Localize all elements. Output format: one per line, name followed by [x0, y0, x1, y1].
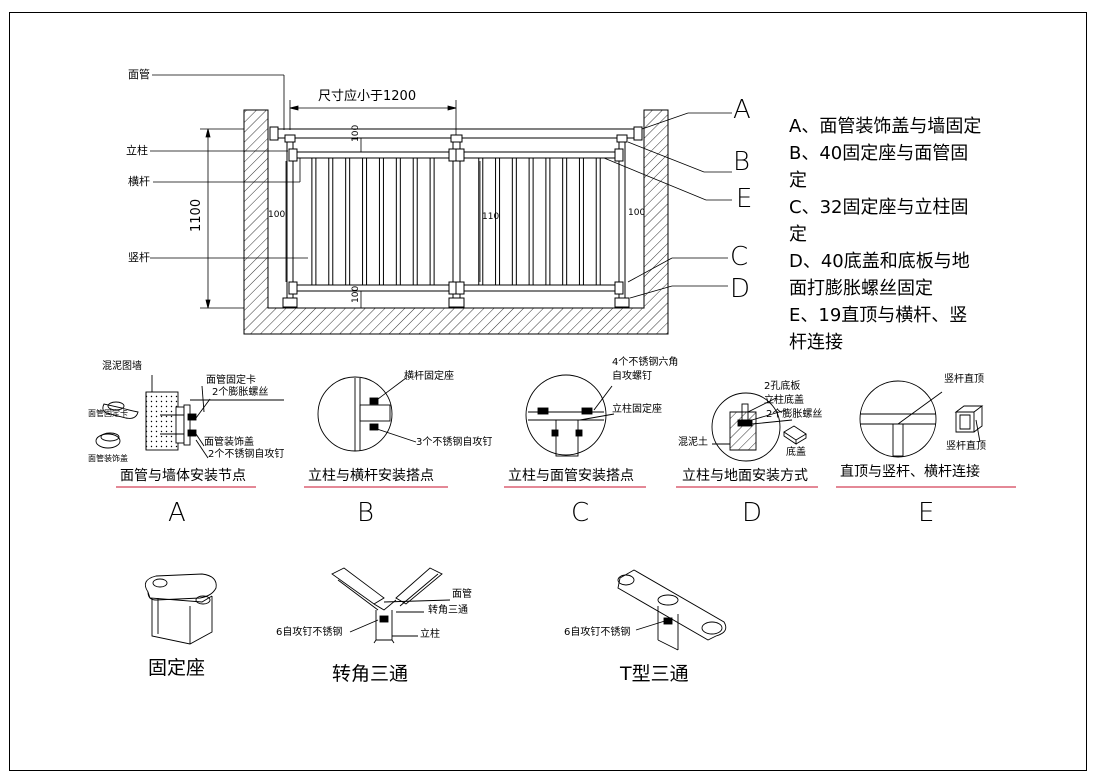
horizontal-rails — [288, 148, 624, 295]
detail-d-label-base: 底盖 — [786, 447, 806, 458]
detail-c-letter: C — [571, 498, 590, 528]
baluster — [395, 157, 401, 286]
corner-tee-drawing — [331, 567, 451, 644]
detail-a-drawing — [95, 375, 284, 459]
baluster — [328, 157, 334, 286]
detail-e-label-top: 竖杆直顶 — [944, 374, 984, 385]
dimension-small-top: 100 — [351, 124, 361, 142]
detail-e-drawing — [859, 380, 984, 458]
right-leaders — [603, 112, 732, 299]
baluster — [495, 157, 501, 286]
detail-d-label-concrete: 混泥土 — [678, 437, 708, 448]
detail-a-icon-label-cover: 面管装饰盖 — [88, 454, 128, 463]
baluster — [378, 157, 384, 286]
baluster — [478, 157, 484, 286]
detail-c-label-screws: 4个不锈钢六角 — [612, 357, 679, 368]
detail-a-icon-label-clip: 面管固定卡 — [88, 409, 128, 418]
detail-c-caption: 立柱与面管安装搭点 — [508, 468, 634, 484]
baluster — [412, 157, 418, 286]
marker-e: E — [736, 184, 753, 214]
dimension-small-right: 100 — [628, 208, 646, 218]
detail-a-label-cover: 面管装饰盖 — [204, 437, 254, 448]
marker-a: A — [733, 95, 751, 125]
detail-d-label-plate: 2孔底板 — [764, 381, 801, 392]
left-leaders — [150, 74, 308, 259]
part-corner-label-rail: 面管 — [452, 589, 472, 600]
detail-c-label-screws-2: 自攻螺钉 — [612, 371, 652, 382]
note-e: E、19直顶与横杆、竖 — [789, 305, 968, 326]
detail-e-letter: E — [918, 498, 935, 528]
balusters — [311, 157, 601, 286]
detail-e-label-bottom: 竖杆直顶 — [946, 441, 986, 452]
fixed-seat-drawing — [144, 573, 217, 645]
detail-d-label-cap: 立柱底盖 — [764, 395, 804, 406]
detail-d-drawing — [711, 392, 807, 462]
label-rail: 横杆 — [128, 175, 150, 188]
dimension-small-bottom: 100 — [351, 285, 361, 303]
detail-b-letter: B — [357, 498, 375, 528]
baluster — [362, 157, 368, 286]
note-b: B、40固定座与面管固 — [789, 143, 969, 164]
drawing-frame — [9, 12, 1087, 771]
t-tee-drawing — [617, 569, 727, 651]
marker-b: B — [733, 147, 751, 177]
marker-d: D — [730, 274, 751, 304]
note-d-cont: 面打膨胀螺丝固定 — [789, 278, 933, 299]
detail-a-caption: 面管与墙体安装节点 — [120, 468, 246, 484]
dimension-lines — [200, 100, 626, 309]
detail-b-label-screws: 3个不锈钢自攻钉 — [416, 437, 493, 448]
note-c-cont: 定 — [789, 224, 807, 245]
baluster — [595, 157, 601, 286]
detail-a-label-screws: 2个不锈钢自攻钉 — [208, 449, 285, 460]
note-a: A、面管装饰盖与墙固定 — [789, 116, 982, 137]
wall-and-floor — [243, 109, 669, 335]
detail-c-drawing — [525, 374, 615, 457]
baluster — [311, 157, 317, 286]
baluster — [545, 157, 551, 286]
part-t-tee-label-screws: 6自攻钉不锈钢 — [564, 627, 631, 638]
detail-a-letter: A — [168, 498, 186, 528]
dimension-small-mid: 110 — [482, 212, 500, 222]
detail-e-caption: 直顶与竖杆、横杆连接 — [840, 464, 980, 480]
dimension-width: 尺寸应小于1200 — [318, 89, 417, 104]
detail-a-label-wall: 混泥图墙 — [102, 361, 142, 372]
part-corner-tee-title: 转角三通 — [332, 663, 409, 685]
baluster — [345, 157, 351, 286]
part-fixed-seat-title: 固定座 — [148, 657, 206, 679]
note-b-cont: 定 — [789, 170, 807, 191]
baluster — [578, 157, 584, 286]
detail-c-label-seat: 立柱固定座 — [612, 404, 662, 415]
part-corner-label-screws: 6自攻钉不锈钢 — [276, 627, 343, 638]
note-e-cont: 杆连接 — [789, 332, 843, 353]
baluster — [511, 157, 517, 286]
baluster — [528, 157, 534, 286]
detail-a-label-clip: 面管固定卡 — [206, 375, 256, 386]
label-top-rail: 面管 — [128, 68, 150, 81]
baluster — [562, 157, 568, 286]
note-c: C、32固定座与立柱固 — [789, 197, 969, 218]
dimension-height: 1100 — [189, 198, 204, 232]
detail-b-label-seat: 横杆固定座 — [404, 371, 454, 382]
dimension-small-left: 100 — [268, 210, 286, 220]
posts — [282, 134, 630, 308]
detail-b-caption: 立柱与横杆安装搭点 — [308, 468, 434, 484]
part-t-tee-title: T型三通 — [620, 663, 689, 685]
note-d: D、40底盖和底板与地 — [789, 251, 970, 272]
detail-d-letter: D — [742, 498, 763, 528]
label-baluster: 竖杆 — [128, 251, 150, 264]
baluster — [429, 157, 435, 286]
label-post: 立柱 — [126, 144, 148, 157]
part-corner-label-post: 立柱 — [420, 629, 440, 640]
detail-d-caption: 立柱与地面安装方式 — [682, 468, 808, 484]
marker-c: C — [730, 242, 749, 272]
detail-b-drawing — [317, 376, 417, 452]
detail-a-label-bolts: 2个膨胀螺丝 — [212, 387, 269, 398]
part-corner-label-tee: 转角三通 — [428, 605, 468, 616]
detail-d-label-bolts: 2个膨胀螺丝 — [766, 409, 823, 420]
